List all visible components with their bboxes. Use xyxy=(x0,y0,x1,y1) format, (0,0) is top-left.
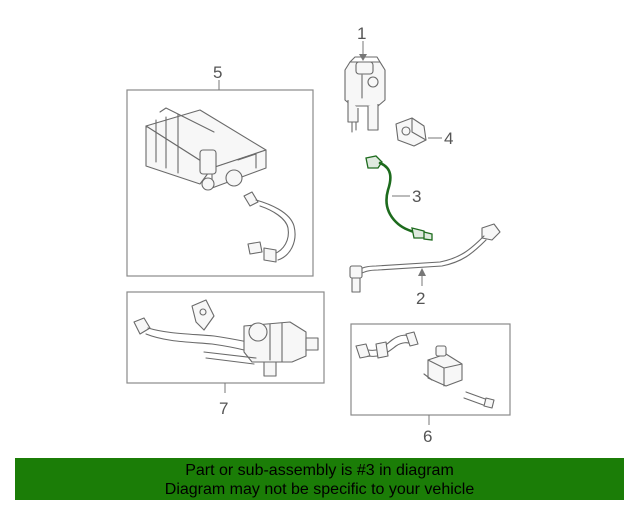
info-banner: Part or sub-assembly is #3 in diagram Di… xyxy=(15,458,624,500)
part-7-purge-valve-assembly[interactable] xyxy=(133,299,319,377)
part-5-charcoal-canister[interactable] xyxy=(145,107,296,263)
callout-4[interactable]: 4 xyxy=(444,129,453,148)
part-3-oxygen-sensor[interactable] xyxy=(365,155,433,241)
part-6-valve-assembly[interactable] xyxy=(355,331,495,409)
callout-3[interactable]: 3 xyxy=(412,187,421,206)
detail-box-6 xyxy=(350,323,511,416)
callout-6[interactable]: 6 xyxy=(423,427,432,446)
callout-5[interactable]: 5 xyxy=(213,63,222,82)
callout-2[interactable]: 2 xyxy=(416,289,425,308)
banner-line-part-info: Part or sub-assembly is #3 in diagram xyxy=(185,462,454,479)
callout-7[interactable]: 7 xyxy=(219,399,228,418)
parts-diagram: 1 4 3 2 5 xyxy=(126,24,511,446)
part-4-bracket[interactable] xyxy=(395,117,427,147)
callout-1[interactable]: 1 xyxy=(357,24,366,43)
detail-box-5 xyxy=(126,89,314,277)
part-2-sensor[interactable] xyxy=(349,223,501,293)
banner-line-disclaimer: Diagram may not be specific to your vehi… xyxy=(164,481,475,498)
part-1-valve[interactable] xyxy=(344,56,386,133)
